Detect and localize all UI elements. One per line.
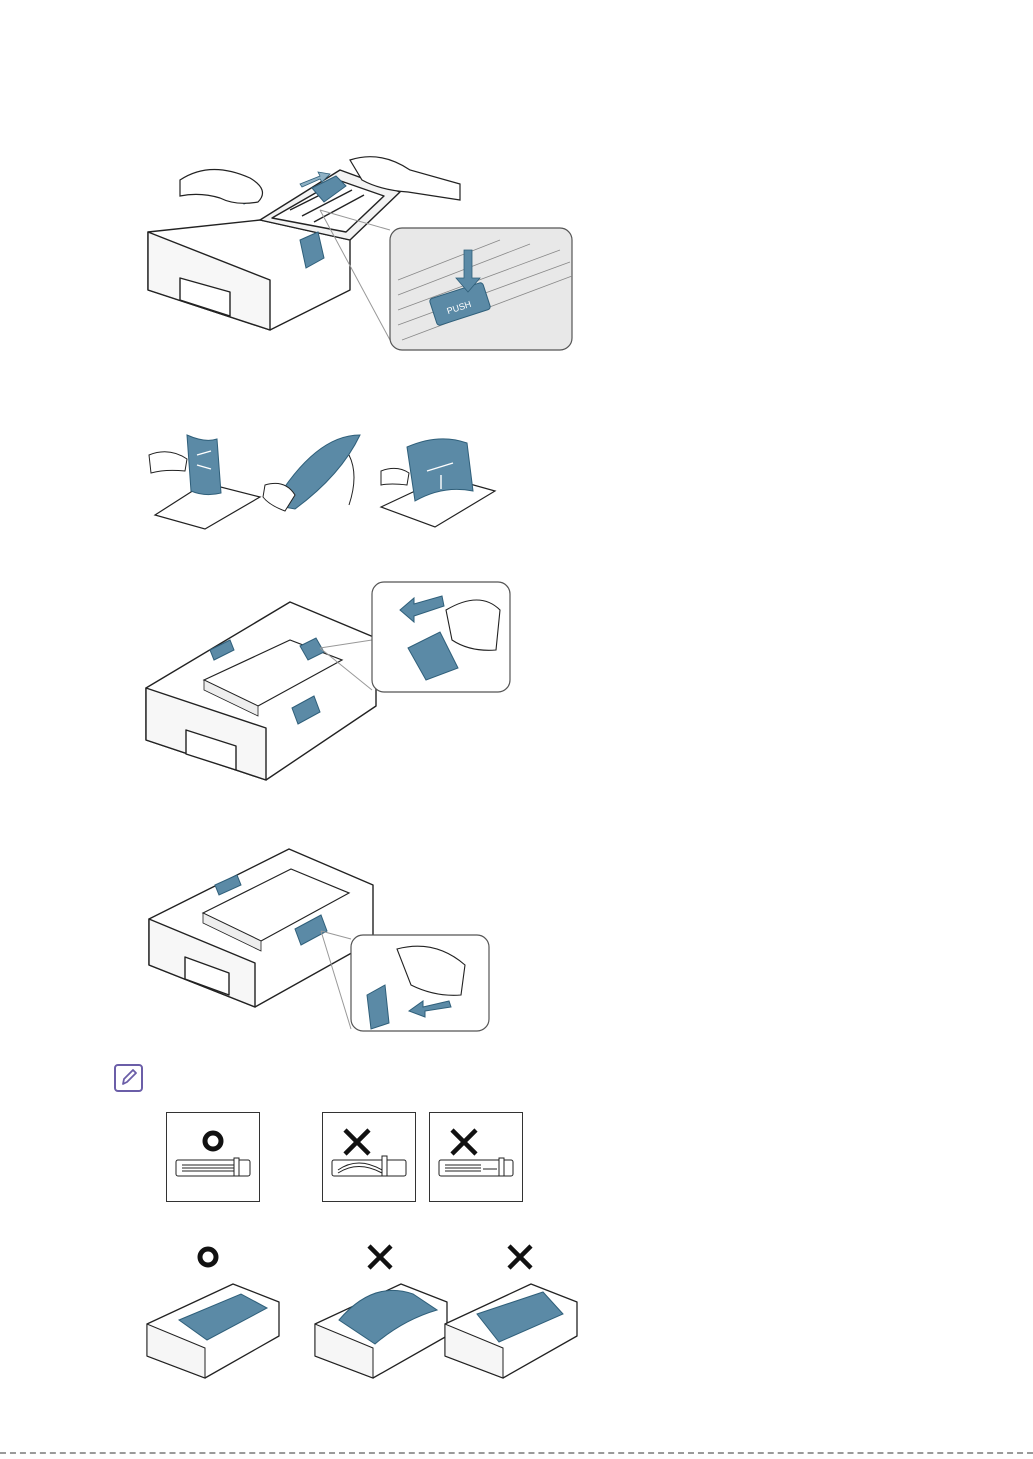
guide-example-too-tight xyxy=(322,1112,416,1202)
figure-adjust-length-guide xyxy=(140,580,515,790)
incorrect-cross-icon xyxy=(369,1246,391,1268)
figure-adjust-width-guide xyxy=(145,845,495,1045)
figure-adjust-tray-length: PUSH xyxy=(140,140,580,360)
zoom-panel-width-guide xyxy=(351,935,489,1031)
guide-example-too-loose xyxy=(429,1112,523,1202)
guide-example-correct xyxy=(166,1112,260,1202)
fan-step-flex xyxy=(149,435,260,529)
note-pencil-icon xyxy=(112,1062,146,1094)
zoom-panel-push-lever: PUSH xyxy=(390,228,572,350)
tray-example-paper-flat xyxy=(145,1240,280,1385)
incorrect-cross-icon xyxy=(509,1246,531,1268)
figure-fan-paper xyxy=(145,425,495,535)
tray-example-paper-skewed xyxy=(443,1240,578,1385)
fan-step-align xyxy=(381,439,495,527)
footer-dashed-rule xyxy=(0,1452,1033,1454)
fan-step-bend xyxy=(263,435,360,511)
zoom-panel-length-guide xyxy=(372,582,510,692)
tray-example-paper-buckled xyxy=(313,1240,448,1385)
correct-circle-icon xyxy=(200,1249,216,1265)
